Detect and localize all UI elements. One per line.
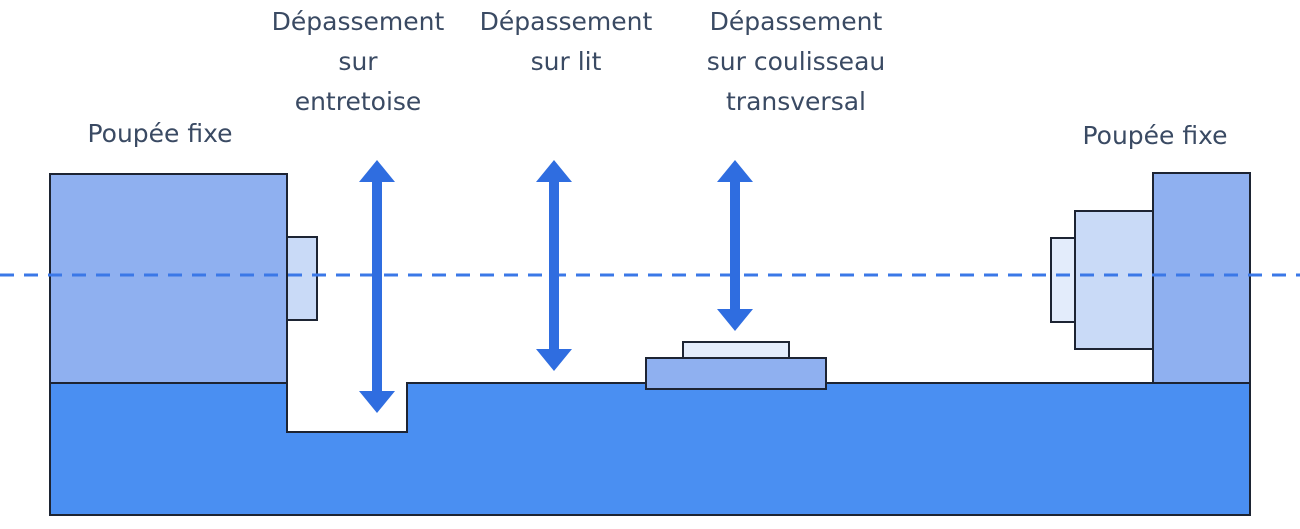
swing-over-gap-label-line3: entretoise — [295, 87, 422, 116]
swing-over-cross-slide-label-line2: sur coulisseau — [707, 47, 885, 76]
lathe-bed — [49, 382, 1251, 516]
swing-over-cross-slide-arrow — [717, 160, 753, 331]
swing-over-cross-slide-label-line3: transversal — [726, 87, 866, 116]
left-headstock — [49, 173, 288, 384]
swing-over-gap-label-line2: sur — [338, 47, 378, 76]
cross-slide-top — [682, 341, 790, 359]
swing-over-cross-slide-label-line1: Dépassement — [710, 7, 883, 36]
swing-over-bed-label-line1: Dépassement — [480, 7, 653, 36]
swing-over-gap-label-line1: Dépassement — [272, 7, 445, 36]
right-spindle-body — [1074, 210, 1154, 350]
swing-over-gap-arrow — [359, 160, 395, 413]
left-spindle — [286, 236, 318, 321]
swing-over-bed-label-line2: sur lit — [531, 47, 602, 76]
right-spindle-nose — [1050, 237, 1076, 323]
cross-slide-base — [645, 357, 827, 390]
headstock-right-label: Poupée fixe — [1082, 121, 1227, 150]
headstock-left-label: Poupée fixe — [87, 119, 232, 148]
right-headstock — [1152, 172, 1251, 384]
swing-over-bed-arrow — [536, 160, 572, 371]
